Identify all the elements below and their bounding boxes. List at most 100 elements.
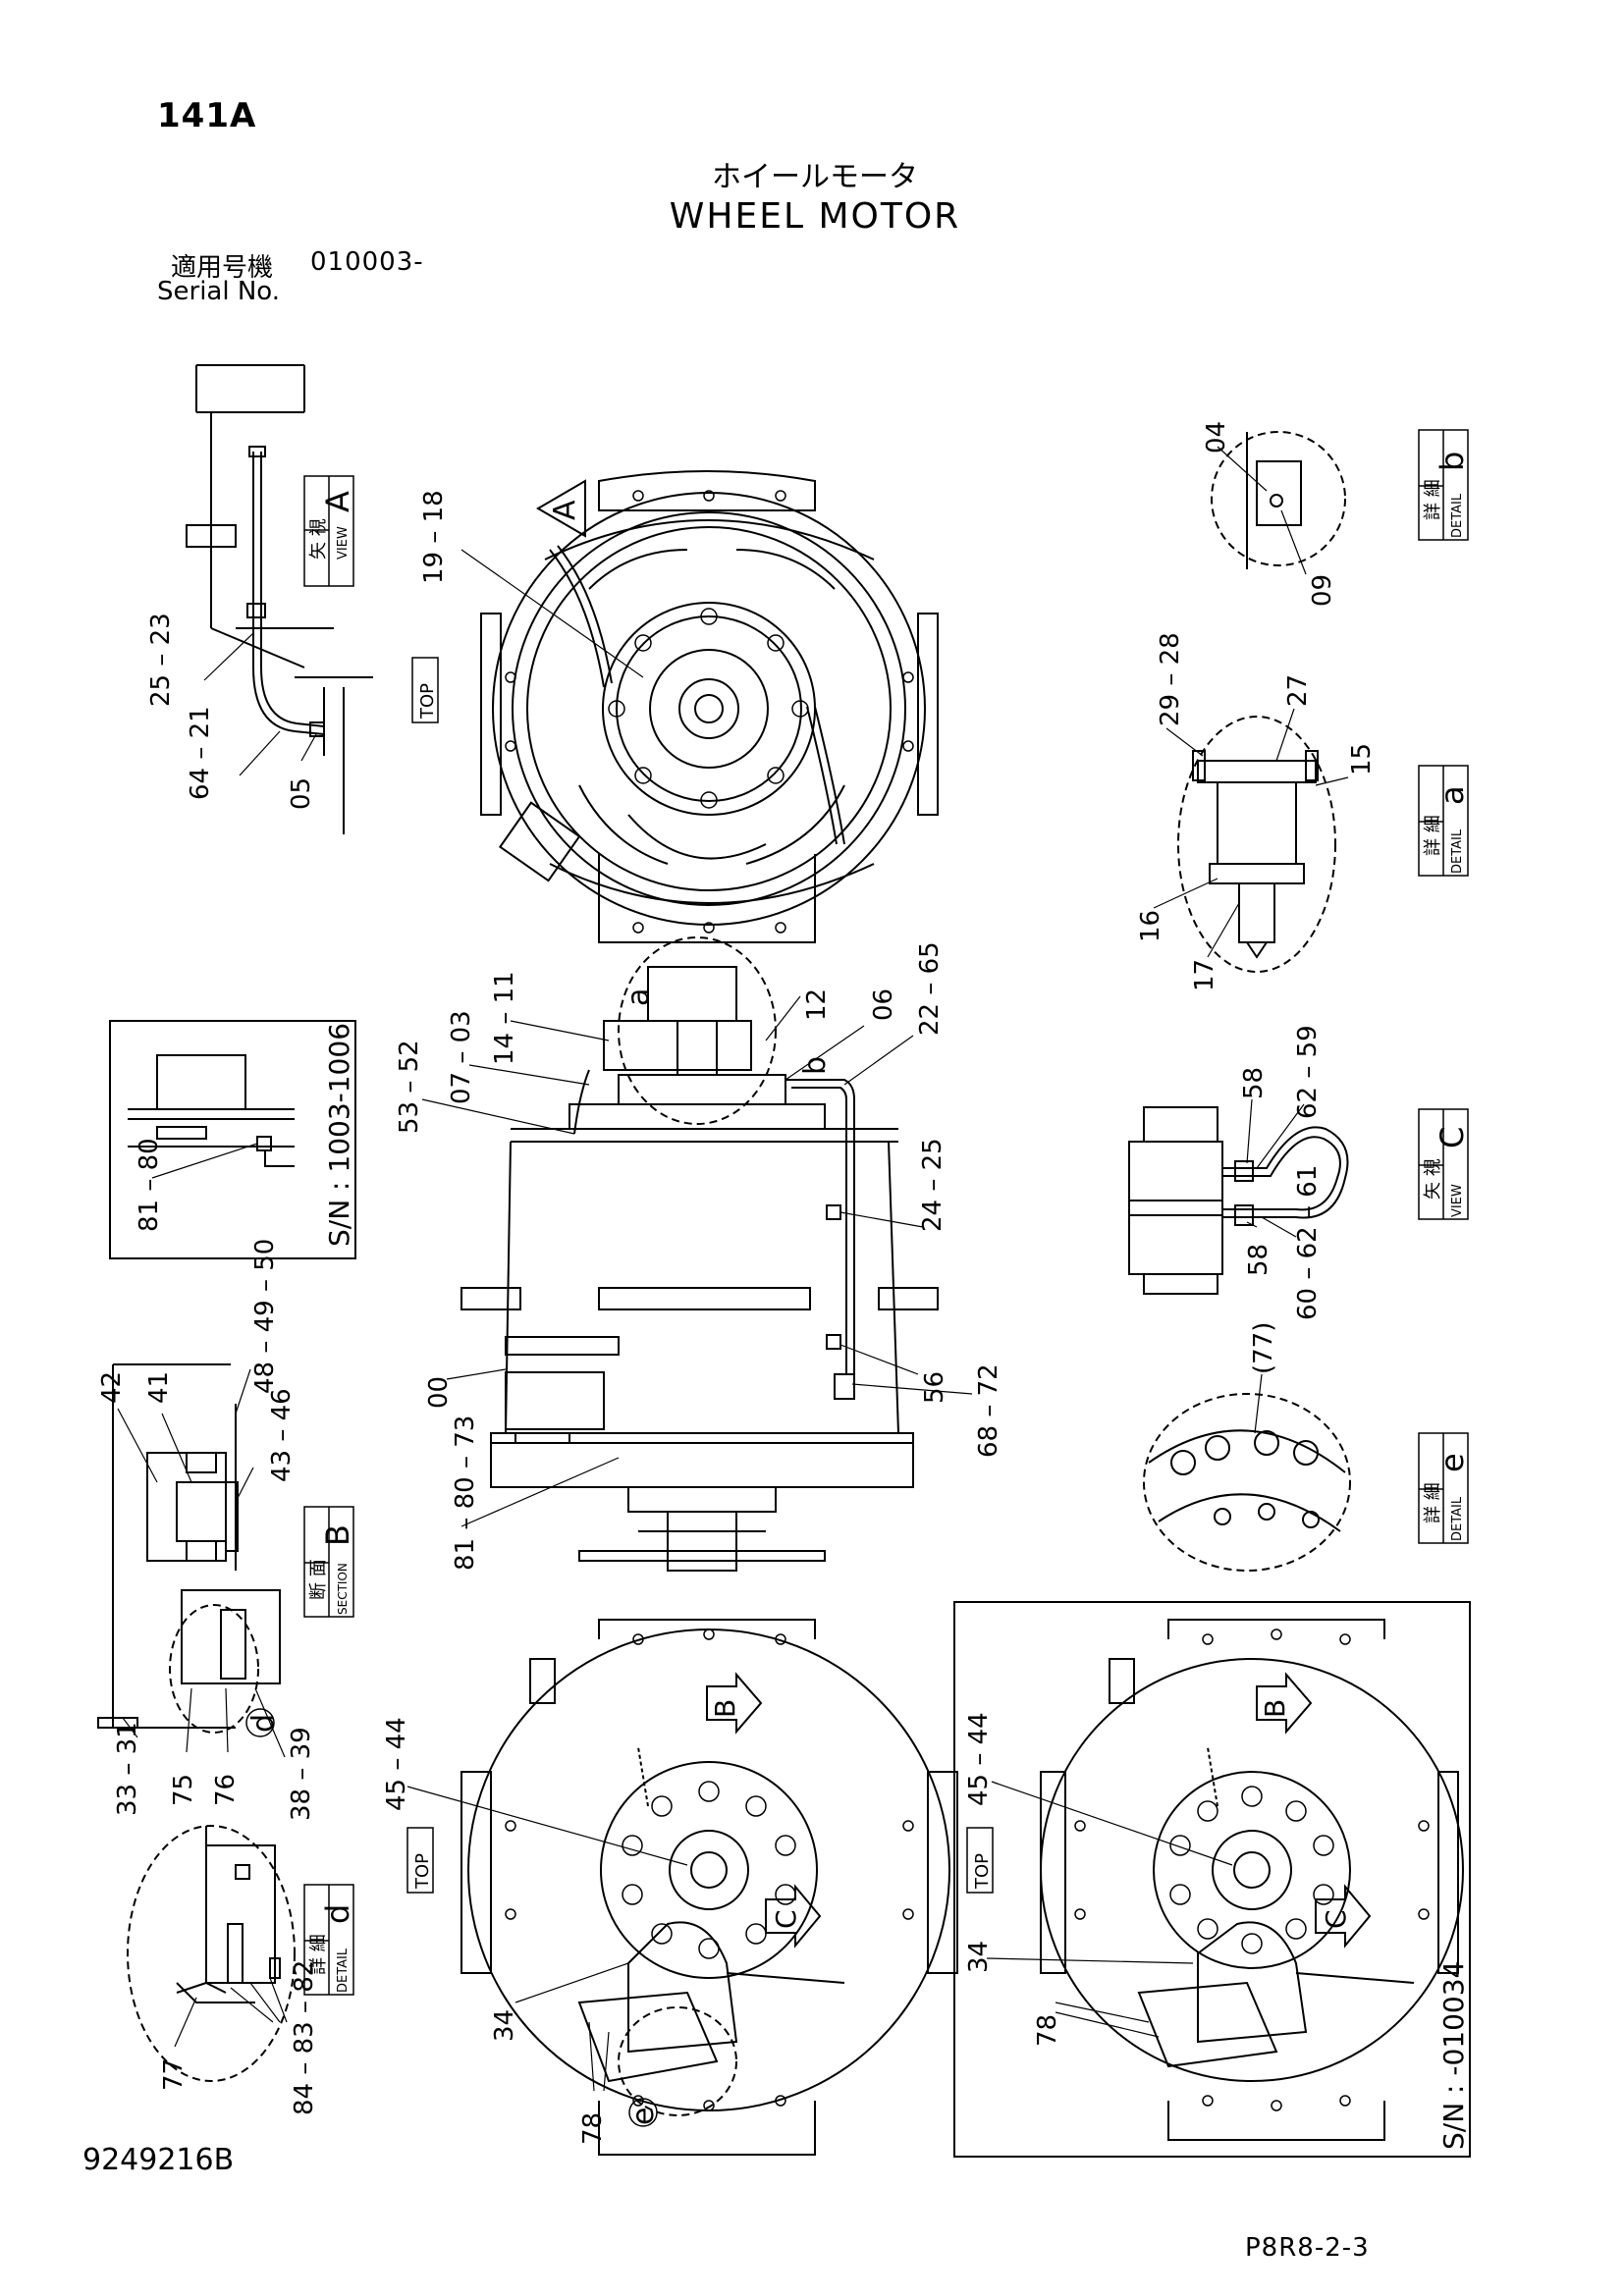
arrow-c-letter-2: C <box>1320 1909 1352 1929</box>
detail-a-tag: 詳 細 DETAIL a <box>1418 765 1471 877</box>
section-b-letter: B <box>319 1524 356 1546</box>
section-b-en: SECTION <box>336 1563 350 1615</box>
view-a-letter: A <box>319 491 356 512</box>
callout-17: 17 <box>1190 959 1219 991</box>
detail-marker-b: b <box>798 1056 833 1075</box>
top-view-upper <box>480 470 939 943</box>
callout-19-18: 19 – 18 <box>419 490 449 584</box>
callout-48-49-50: 48 – 49 – 50 <box>250 1239 280 1394</box>
view-a-partial <box>186 364 373 834</box>
callout-58-bottom: 58 <box>1244 1244 1273 1276</box>
callout-75: 75 <box>169 1774 198 1806</box>
callout-14-11: 14 – 11 <box>490 971 519 1065</box>
arrow-a-upper <box>536 479 586 538</box>
detail-marker-a: a <box>622 988 656 1006</box>
callout-07-03: 07 – 03 <box>447 1010 476 1104</box>
view-a-label-ja: 矢 視 <box>308 518 329 560</box>
callout-04: 04 <box>1202 421 1231 454</box>
callout-24-25: 24 – 25 <box>918 1138 947 1232</box>
arrow-b-lower-2 <box>1256 1672 1313 1735</box>
detail-e-letter: e <box>1434 1453 1471 1472</box>
top-label-inset: TOP <box>966 1827 994 1894</box>
top-view-lower <box>460 1619 958 2156</box>
arrow-c-lower-1 <box>765 1884 822 1949</box>
side-view-motor <box>460 936 939 1572</box>
section-b <box>97 1363 281 1734</box>
callout-64-21: 64 – 21 <box>186 706 215 800</box>
view-c-tag: 矢 視 VIEW C <box>1418 1108 1471 1220</box>
serial-note-1003-1006: S/N : 1003-1006 <box>323 1023 355 1247</box>
callout-76: 76 <box>211 1774 241 1806</box>
callout-81-80: 81 – 80 <box>135 1138 164 1232</box>
callout-09: 09 <box>1308 574 1337 607</box>
callout-12: 12 <box>802 988 832 1021</box>
callout-78-a: 78 <box>578 2112 608 2145</box>
detail-d-en: DETAIL <box>336 1948 351 1993</box>
detail-d-letter: d <box>319 1904 356 1924</box>
page-number: 141A <box>157 96 257 135</box>
inset-sn-010034 <box>953 1601 1471 2158</box>
title-japanese: ホイールモータ <box>712 160 918 194</box>
sheet-code: P8R8-2-3 <box>1245 2233 1370 2263</box>
callout-42: 42 <box>97 1371 127 1404</box>
detail-d-tag: 詳 細 DETAIL d <box>303 1884 356 1996</box>
section-b-tag: 断 面 SECTION B <box>303 1506 356 1618</box>
view-a-callouts: 25 – 23 64 – 21 05 <box>146 613 316 810</box>
arrow-a-letter: A <box>548 500 582 520</box>
detail-e <box>1143 1393 1351 1572</box>
serial-label-en: Serial No. <box>157 277 280 306</box>
view-a-tag: 矢 視 VIEW A <box>303 475 356 587</box>
detail-e-ja: 詳 細 <box>1423 1482 1443 1523</box>
detail-e-tag: 詳 細 DETAIL e <box>1418 1432 1471 1544</box>
detail-marker-e: e <box>626 2108 661 2125</box>
detail-b-ja: 詳 細 <box>1423 479 1443 520</box>
callout-58-top: 58 <box>1239 1067 1269 1099</box>
callout-15: 15 <box>1347 743 1377 775</box>
callout-77-paren: (77) <box>1249 1322 1278 1374</box>
callout-81-80-73: 81 – 80 – 73 <box>451 1415 480 1571</box>
callout-05: 05 <box>287 777 316 810</box>
detail-b-en: DETAIL <box>1450 493 1465 538</box>
callout-25-23: 25 – 23 <box>146 613 176 707</box>
callout-56: 56 <box>920 1371 949 1404</box>
view-c-letter: C <box>1434 1127 1471 1148</box>
detail-a-ja: 詳 細 <box>1423 815 1443 856</box>
view-c-ja: 矢 視 <box>1423 1158 1443 1200</box>
callout-68-72: 68 – 72 <box>974 1363 1003 1458</box>
callout-41: 41 <box>144 1371 174 1404</box>
top-label-3: TOP <box>972 1853 993 1890</box>
callout-43-46: 43 – 46 <box>267 1388 297 1482</box>
callout-22-65: 22 – 65 <box>915 941 945 1036</box>
arrow-b-letter-2: B <box>1259 1699 1291 1718</box>
drawing-number: 9249216B <box>82 2143 235 2177</box>
detail-b-letter: b <box>1434 452 1471 471</box>
top-label-upper: TOP <box>411 657 439 723</box>
top-label-2: TOP <box>412 1853 433 1890</box>
top-label-lower: TOP <box>406 1827 434 1894</box>
detail-b <box>1211 431 1346 569</box>
callout-45-44-b: 45 – 44 <box>964 1712 994 1806</box>
view-c-en: VIEW <box>1450 1184 1465 1217</box>
detail-e-en: DETAIL <box>1450 1496 1465 1541</box>
arrow-b-letter-1: B <box>709 1699 741 1718</box>
view-c <box>1128 1106 1349 1295</box>
detail-d-ja: 詳 細 <box>308 1934 329 1975</box>
callout-38-39: 38 – 39 <box>287 1727 316 1821</box>
callout-34-a: 34 <box>490 2009 519 2042</box>
callout-33-31: 33 – 31 <box>113 1722 142 1816</box>
serial-value: 010003- <box>310 247 424 277</box>
callout-06: 06 <box>869 988 898 1021</box>
arrow-c-letter-1: C <box>770 1909 802 1929</box>
detail-marker-d: d <box>246 1714 281 1733</box>
callout-27: 27 <box>1283 674 1313 707</box>
inset-sn-1003-1006 <box>109 1020 356 1259</box>
callout-53-52: 53 – 52 <box>395 1040 424 1134</box>
detail-a-en: DETAIL <box>1450 828 1465 874</box>
serial-label-ja: 適用号機 <box>171 253 274 283</box>
serial-note-010034: S/N : -010034 <box>1437 1961 1470 2150</box>
detail-d <box>127 1825 296 2082</box>
arrow-c-lower-2 <box>1315 1884 1372 1949</box>
callout-60-62-61: 60 – 62 – 61 <box>1293 1165 1323 1320</box>
top-label-1: TOP <box>417 683 438 720</box>
callout-62-59: 62 – 59 <box>1293 1025 1323 1119</box>
